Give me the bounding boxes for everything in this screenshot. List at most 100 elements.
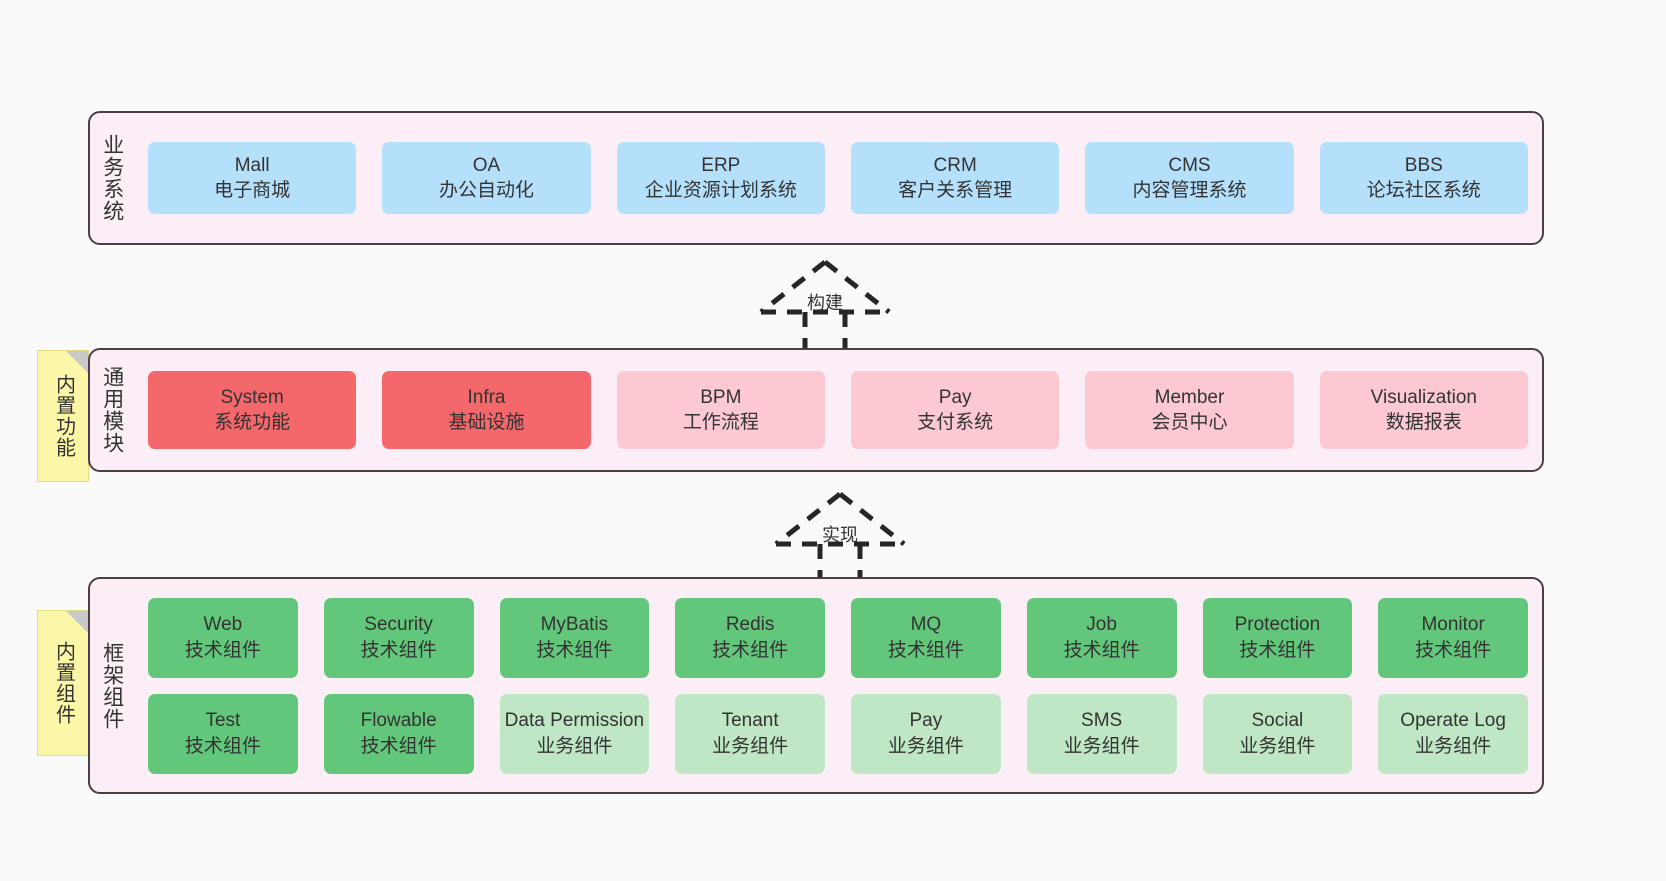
layer-framework-component-body: Web 技术组件 Security 技术组件 MyBatis 技术组件 Redi… — [134, 579, 1542, 792]
node-pay-business[interactable]: Pay 业务组件 — [851, 693, 1001, 774]
connector-build: 构建 — [735, 256, 915, 356]
node-subtitle: 技术组件 — [887, 639, 964, 661]
node-visualization[interactable]: Visualization 数据报表 — [1319, 371, 1528, 449]
node-subtitle: 办公自动化 — [438, 180, 534, 201]
node-test[interactable]: Test 技术组件 — [148, 693, 298, 774]
node-bbs[interactable]: BBS 论坛社区系统 — [1319, 142, 1528, 214]
node-subtitle: 业务组件 — [536, 735, 613, 757]
node-title: Security — [364, 614, 433, 636]
node-protection[interactable]: Protection 技术组件 — [1202, 597, 1353, 678]
node-subtitle: 论坛社区系统 — [1366, 180, 1481, 201]
node-security[interactable]: Security 技术组件 — [323, 597, 474, 678]
node-title: Infra — [467, 386, 506, 408]
node-redis[interactable]: Redis 技术组件 — [675, 597, 825, 678]
node-operate-log[interactable]: Operate Log 业务组件 — [1378, 693, 1528, 774]
node-row: System 系统功能 Infra 基础设施 BPM 工作流程 Pay 支付系统… — [148, 371, 1528, 449]
node-title: Test — [205, 710, 241, 732]
layer-business-system-label: 业务系统 — [100, 134, 124, 222]
node-title: Visualization — [1370, 386, 1477, 408]
layer-common-module-label: 通用模块 — [100, 366, 124, 454]
node-title: Job — [1086, 614, 1117, 636]
node-data-permission[interactable]: Data Permission 业务组件 — [499, 693, 650, 774]
node-subtitle: 业务组件 — [1063, 735, 1140, 757]
node-subtitle: 技术组件 — [536, 639, 613, 661]
node-subtitle: 客户关系管理 — [898, 180, 1013, 201]
node-system[interactable]: System 系统功能 — [148, 371, 357, 449]
node-title: Tenant — [721, 710, 779, 732]
node-subtitle: 业务组件 — [1239, 735, 1316, 757]
node-mq[interactable]: MQ 技术组件 — [851, 597, 1001, 678]
node-subtitle: 电子商城 — [214, 180, 291, 201]
layer-common-module: 通用模块 System 系统功能 Infra 基础设施 BPM 工作流程 Pay… — [88, 348, 1544, 472]
node-subtitle: 技术组件 — [184, 639, 261, 661]
node-erp[interactable]: ERP 企业资源计划系统 — [616, 142, 825, 214]
node-row: Web 技术组件 Security 技术组件 MyBatis 技术组件 Redi… — [148, 597, 1528, 678]
node-subtitle: 内容管理系统 — [1132, 180, 1247, 201]
node-subtitle: 技术组件 — [360, 735, 437, 757]
sticky-note-label: 内置功能 — [52, 374, 75, 458]
node-title: Redis — [725, 614, 775, 636]
node-title: OA — [472, 154, 501, 176]
node-title: SMS — [1081, 710, 1123, 732]
connector-implement: 实现 — [750, 488, 930, 588]
node-subtitle: 基础设施 — [448, 412, 525, 433]
node-title: Member — [1154, 386, 1225, 408]
node-job[interactable]: Job 技术组件 — [1026, 597, 1177, 678]
node-crm[interactable]: CRM 客户关系管理 — [850, 142, 1060, 214]
layer-framework-component: 框架组件 Web 技术组件 Security 技术组件 MyBatis 技术组件… — [88, 577, 1544, 794]
layer-business-system-body: Mall 电子商城 OA 办公自动化 ERP 企业资源计划系统 CRM 客户关系… — [134, 113, 1542, 243]
node-title: MyBatis — [540, 614, 609, 636]
node-cms[interactable]: CMS 内容管理系统 — [1085, 142, 1294, 214]
node-sms[interactable]: SMS 业务组件 — [1026, 693, 1177, 774]
layer-common-module-body: System 系统功能 Infra 基础设施 BPM 工作流程 Pay 支付系统… — [134, 350, 1542, 470]
node-title: Protection — [1234, 614, 1321, 636]
node-mall[interactable]: Mall 电子商城 — [148, 142, 357, 214]
sticky-note-builtin-function: 内置功能 — [37, 350, 89, 482]
node-pay[interactable]: Pay 支付系统 — [850, 371, 1060, 449]
node-social[interactable]: Social 业务组件 — [1202, 693, 1353, 774]
node-subtitle: 业务组件 — [1415, 735, 1492, 757]
node-subtitle: 技术组件 — [712, 639, 789, 661]
node-tenant[interactable]: Tenant 业务组件 — [675, 693, 825, 774]
node-subtitle: 技术组件 — [1239, 639, 1316, 661]
node-mybatis[interactable]: MyBatis 技术组件 — [499, 597, 650, 678]
node-oa[interactable]: OA 办公自动化 — [382, 142, 591, 214]
node-title: Pay — [909, 710, 943, 732]
node-subtitle: 会员中心 — [1151, 412, 1228, 433]
node-subtitle: 企业资源计划系统 — [644, 180, 797, 201]
node-subtitle: 业务组件 — [887, 735, 964, 757]
node-title: Web — [203, 614, 243, 636]
node-row: Mall 电子商城 OA 办公自动化 ERP 企业资源计划系统 CRM 客户关系… — [148, 142, 1528, 214]
node-monitor[interactable]: Monitor 技术组件 — [1378, 597, 1528, 678]
layer-framework-component-label: 框架组件 — [100, 641, 124, 730]
sticky-note-label: 内置组件 — [52, 641, 75, 725]
node-title: CMS — [1168, 154, 1211, 176]
node-title: Flowable — [360, 710, 437, 732]
node-subtitle: 系统功能 — [214, 412, 291, 433]
node-flowable[interactable]: Flowable 技术组件 — [323, 693, 474, 774]
node-title: CRM — [933, 154, 977, 176]
node-title: BBS — [1404, 154, 1443, 176]
layer-business-system: 业务系统 Mall 电子商城 OA 办公自动化 ERP 企业资源计划系统 CRM… — [88, 111, 1544, 245]
node-member[interactable]: Member 会员中心 — [1085, 371, 1294, 449]
node-title: ERP — [701, 154, 741, 176]
node-infra[interactable]: Infra 基础设施 — [382, 371, 591, 449]
node-subtitle: 技术组件 — [1415, 639, 1492, 661]
node-title: Data Permission — [504, 710, 645, 732]
node-subtitle: 数据报表 — [1385, 412, 1462, 433]
node-subtitle: 技术组件 — [1063, 639, 1140, 661]
node-web[interactable]: Web 技术组件 — [148, 597, 298, 678]
node-title: BPM — [700, 386, 742, 408]
node-title: MQ — [910, 614, 942, 636]
node-title: Mall — [234, 154, 270, 176]
node-title: Operate Log — [1400, 710, 1506, 732]
sticky-note-builtin-component: 内置组件 — [37, 610, 89, 756]
connector-build-label: 构建 — [807, 293, 843, 313]
node-bpm[interactable]: BPM 工作流程 — [616, 371, 825, 449]
node-subtitle: 技术组件 — [360, 639, 437, 661]
node-subtitle: 支付系统 — [917, 412, 994, 433]
node-title: Monitor — [1421, 614, 1485, 636]
node-subtitle: 技术组件 — [184, 735, 261, 757]
node-row: Test 技术组件 Flowable 技术组件 Data Permission … — [148, 693, 1528, 774]
